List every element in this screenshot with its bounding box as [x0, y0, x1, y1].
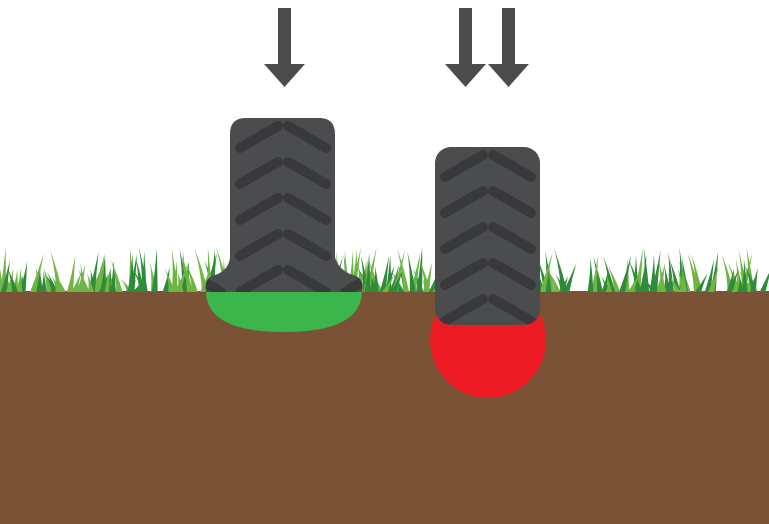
- grass-blade: [708, 266, 719, 292]
- grass-blade: [634, 246, 644, 292]
- grass-blade: [372, 266, 379, 292]
- grass-blade: [162, 266, 170, 292]
- grass-blade: [668, 275, 681, 292]
- grass-blade: [11, 269, 18, 292]
- grass-blade: [726, 269, 739, 292]
- grass-blade: [563, 263, 577, 292]
- grass-blade: [410, 251, 421, 292]
- grass-blade: [0, 260, 10, 292]
- grass-blade: [605, 279, 612, 292]
- grass-blade: [76, 264, 86, 292]
- grass-blade: [759, 272, 769, 292]
- grass-blade: [397, 247, 410, 292]
- grass-blade: [741, 259, 748, 292]
- grass-blade: [655, 262, 666, 292]
- grass-blade: [98, 273, 108, 292]
- grass-blade: [695, 273, 708, 292]
- grass-blade: [390, 271, 403, 292]
- grass-blade: [140, 250, 147, 292]
- grass-blade: [704, 258, 715, 292]
- grass-blade: [601, 270, 608, 292]
- grass-blade: [691, 254, 703, 292]
- grass-blade: [94, 255, 106, 292]
- grass-blade: [743, 264, 758, 292]
- soil: [0, 291, 769, 524]
- wide-tire: [205, 118, 363, 292]
- grass-blade: [104, 269, 111, 292]
- grass-blade: [87, 273, 95, 292]
- narrow-tire: [435, 147, 540, 325]
- grass-blade: [186, 263, 198, 292]
- grass-blade: [55, 275, 66, 292]
- grass-blade: [681, 264, 688, 292]
- grass-blade: [71, 272, 81, 292]
- load-arrow-icon: [445, 8, 486, 87]
- grass-blade: [151, 248, 158, 292]
- grass-blade: [650, 249, 661, 292]
- grass-blade: [627, 271, 641, 292]
- grass-blade: [590, 254, 598, 292]
- grass-blade: [0, 246, 6, 292]
- grass-blade: [19, 260, 28, 292]
- grass-blade: [30, 253, 45, 292]
- grass-blade: [669, 259, 681, 292]
- grass-blade: [709, 250, 719, 292]
- load-arrow-icon: [264, 8, 305, 87]
- grass-blade: [619, 254, 632, 292]
- grass-blade: [364, 246, 377, 292]
- grass-blade: [7, 268, 19, 292]
- grass-blade: [628, 259, 642, 292]
- grass-blade: [737, 276, 744, 292]
- grass-blade: [181, 254, 193, 292]
- grass-blade: [51, 276, 62, 292]
- grass-blade: [726, 268, 734, 292]
- grass-blade: [101, 266, 112, 292]
- grass-blade: [66, 254, 76, 292]
- grass-blade: [593, 256, 603, 292]
- grass-blade: [381, 275, 394, 292]
- grass-blade: [128, 253, 138, 292]
- grass-blade: [547, 269, 561, 292]
- grass-blade: [174, 262, 189, 292]
- grass-blade: [16, 268, 23, 292]
- grass-blade: [428, 269, 439, 292]
- low-compaction-zone: [206, 291, 362, 332]
- grass-blade: [40, 271, 47, 292]
- grass-blade: [407, 251, 416, 292]
- grass-blade: [47, 272, 58, 292]
- grass-blade: [379, 256, 390, 292]
- grass-blade: [5, 268, 14, 292]
- grass-blade: [171, 247, 178, 292]
- grass-blade: [416, 246, 423, 292]
- grass-blade: [194, 247, 209, 292]
- grass-blade: [43, 267, 53, 292]
- grass-blade: [643, 247, 650, 292]
- grass-blade: [164, 268, 175, 292]
- grass-blade: [643, 278, 657, 292]
- grass-blade: [364, 252, 371, 292]
- grass-blade: [608, 265, 621, 292]
- grass-blade: [110, 259, 123, 292]
- grass-blade: [749, 267, 758, 292]
- grass-blade: [423, 262, 432, 292]
- grass-blade: [558, 276, 568, 292]
- grass: [0, 246, 769, 292]
- grass-blade: [554, 248, 568, 292]
- grass-blade: [539, 251, 553, 292]
- grass-blade: [587, 257, 594, 292]
- grass-blade: [369, 276, 376, 292]
- grass-blade: [603, 256, 616, 292]
- load-arrow-icon: [488, 8, 529, 87]
